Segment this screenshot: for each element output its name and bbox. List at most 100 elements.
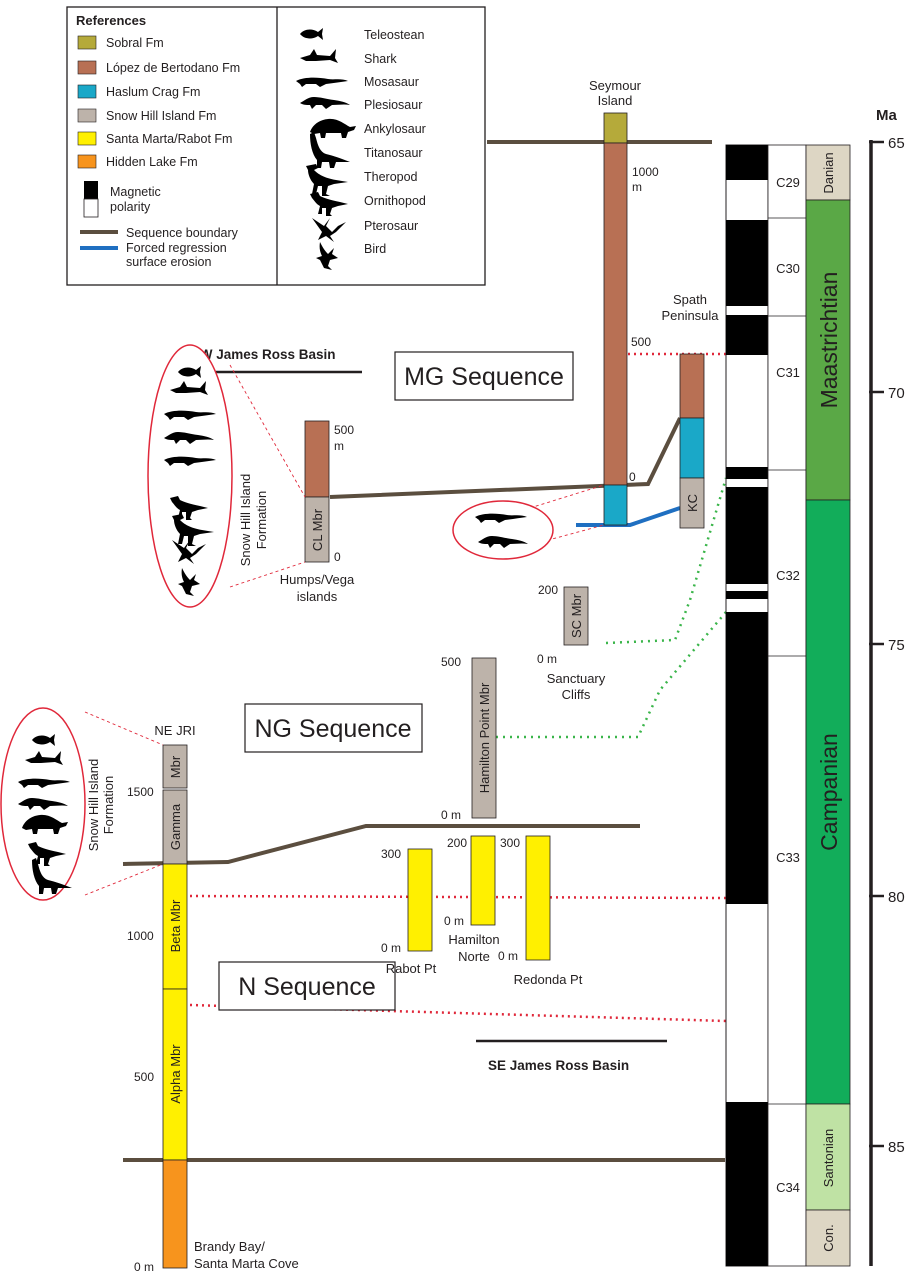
ne-alpha — [162, 988, 188, 1161]
boundary-mg-base — [329, 417, 682, 499]
se-basin-label: SE James Ross Basin — [488, 1058, 629, 1073]
seymour-1000: 1000 — [632, 165, 659, 179]
ne-gamma — [162, 789, 188, 865]
rabot-0: 0 m — [381, 941, 401, 955]
legend-fauna-teleostean: Teleostean — [364, 28, 425, 42]
spath-kc-member — [679, 477, 705, 529]
nw-fauna-connector-top — [229, 364, 306, 498]
chron-c30: C30 — [776, 261, 800, 276]
age-unit: Ma — [876, 107, 897, 124]
stage-santonian-label: Santonian — [821, 1129, 836, 1188]
legend-label-erosion-1: Forced regression — [126, 241, 227, 255]
legend-fauna-ankylosaur: Ankylosaur — [364, 122, 426, 136]
cl-member — [304, 496, 330, 563]
age-tick-75: 75 — [888, 637, 905, 654]
legend-box — [66, 6, 486, 286]
polarity-normal-7 — [726, 612, 768, 904]
nw-basin-label: NW James Ross Basin — [190, 347, 336, 362]
cl-member-label: CL Mbr — [310, 508, 325, 551]
age-tick-70: 70 — [888, 385, 905, 402]
chron-c29: C29 — [776, 175, 800, 190]
mg-sequence-box: MG Sequence — [394, 351, 574, 401]
cl-500: 500 — [334, 423, 354, 437]
ne-jri-label: NE JRI — [154, 723, 195, 738]
legend-fauna-ornithopod: Ornithopod — [364, 194, 426, 208]
legend-fauna-mosasaur: Mosasaur — [364, 75, 419, 89]
ne-shi-formation-2: Formation — [101, 776, 116, 835]
ne-fauna-connector-top — [84, 711, 164, 746]
ne-1500: 1500 — [127, 785, 154, 799]
hamilton-norte-label-2: Norte — [458, 949, 490, 964]
nw-shi-formation-2: Formation — [254, 491, 269, 550]
ham-200: 200 — [447, 836, 467, 850]
polarity-column — [725, 144, 769, 1267]
humps-label-2: islands — [297, 589, 338, 604]
brandy-label-1: Brandy Bay/ — [194, 1239, 265, 1254]
stage-campanian-label: Campanian — [816, 733, 842, 851]
rabot-column — [407, 848, 433, 952]
legend-swatch-snowhill — [77, 108, 97, 123]
stage-danian-label: Danian — [821, 152, 836, 193]
spath-lopez — [679, 353, 705, 419]
stage-column: Danian Maastrichtian Campanian Santonian… — [805, 144, 851, 1267]
ne-gamma-label: Gamma — [168, 803, 183, 850]
redonda-label: Redonda Pt — [514, 972, 583, 987]
red-correlation-beta — [189, 894, 727, 900]
stage-coniacian-label: Con. — [821, 1224, 836, 1251]
legend: References Sobral Fm López de Bertodano … — [66, 6, 486, 286]
red-0: 0 m — [498, 949, 518, 963]
polarity-normal-8 — [726, 1102, 768, 1266]
mg-fauna-connector-top — [529, 484, 605, 509]
stage-maastrichtian-label: Maastrichtian — [816, 272, 842, 409]
legend-label-magnetic-1: Magnetic — [110, 185, 161, 199]
ne-500: 500 — [134, 1070, 154, 1084]
hp-0: 0 m — [441, 808, 461, 822]
ne-1000: 1000 — [127, 929, 154, 943]
polarity-normal-6 — [726, 591, 768, 599]
legend-swatch-hiddenlake — [77, 154, 97, 169]
sc-200: 200 — [538, 583, 558, 597]
chron-c33: C33 — [776, 850, 800, 865]
legend-title: References — [76, 13, 146, 28]
ne-mbr — [162, 744, 188, 789]
polarity-normal-5 — [726, 487, 768, 584]
nw-fauna-connector-bottom — [229, 561, 306, 588]
seymour-0: 0 — [629, 470, 636, 484]
spath-haslum — [679, 417, 705, 479]
seymour-500: 500 — [631, 335, 651, 349]
ng-sequence-label: NG Sequence — [254, 715, 411, 743]
legend-swatch-sobral — [77, 35, 97, 50]
redonda-column — [525, 835, 551, 961]
age-tick-65: 65 — [888, 135, 905, 152]
nw-shi-formation-1: Snow Hill Island — [238, 474, 253, 567]
sc-0: 0 m — [537, 652, 557, 666]
age-tick-85: 85 — [888, 1139, 905, 1156]
legend-fauna-titanosaur: Titanosaur — [364, 146, 423, 160]
legend-swatch-haslum — [77, 84, 97, 99]
rabot-300: 300 — [381, 847, 401, 861]
stage-danian — [805, 144, 851, 201]
sc-member — [563, 586, 589, 646]
stage-coniacian — [805, 1209, 851, 1267]
chron-column: C29 C30 C31 C32 C33 C34 — [767, 144, 807, 1267]
polarity-normal-4 — [726, 467, 768, 479]
sanctuary-label-2: Cliffs — [562, 687, 591, 702]
seymour-label-1: Seymour — [589, 78, 642, 93]
chron-c32: C32 — [776, 568, 800, 583]
legend-fauna-pterosaur: Pterosaur — [364, 219, 418, 233]
legend-polarity-white — [83, 198, 99, 218]
mg-fauna-ellipse — [452, 500, 554, 560]
ne-hidden-lake — [162, 1159, 188, 1269]
green-correlation-hamilton — [496, 611, 727, 739]
legend-swatch-santamarta — [77, 131, 97, 146]
legend-fauna-shark: Shark — [364, 52, 397, 66]
legend-fauna-theropod: Theropod — [364, 170, 418, 184]
red-300: 300 — [500, 836, 520, 850]
age-tick-80: 80 — [888, 889, 905, 906]
n-sequence-label: N Sequence — [238, 973, 376, 1001]
polarity-normal-3 — [726, 315, 768, 355]
green-correlation-kc — [605, 477, 728, 645]
ne-beta-label: Beta Mbr — [168, 899, 183, 952]
n-sequence-box: N Sequence — [218, 961, 396, 1011]
